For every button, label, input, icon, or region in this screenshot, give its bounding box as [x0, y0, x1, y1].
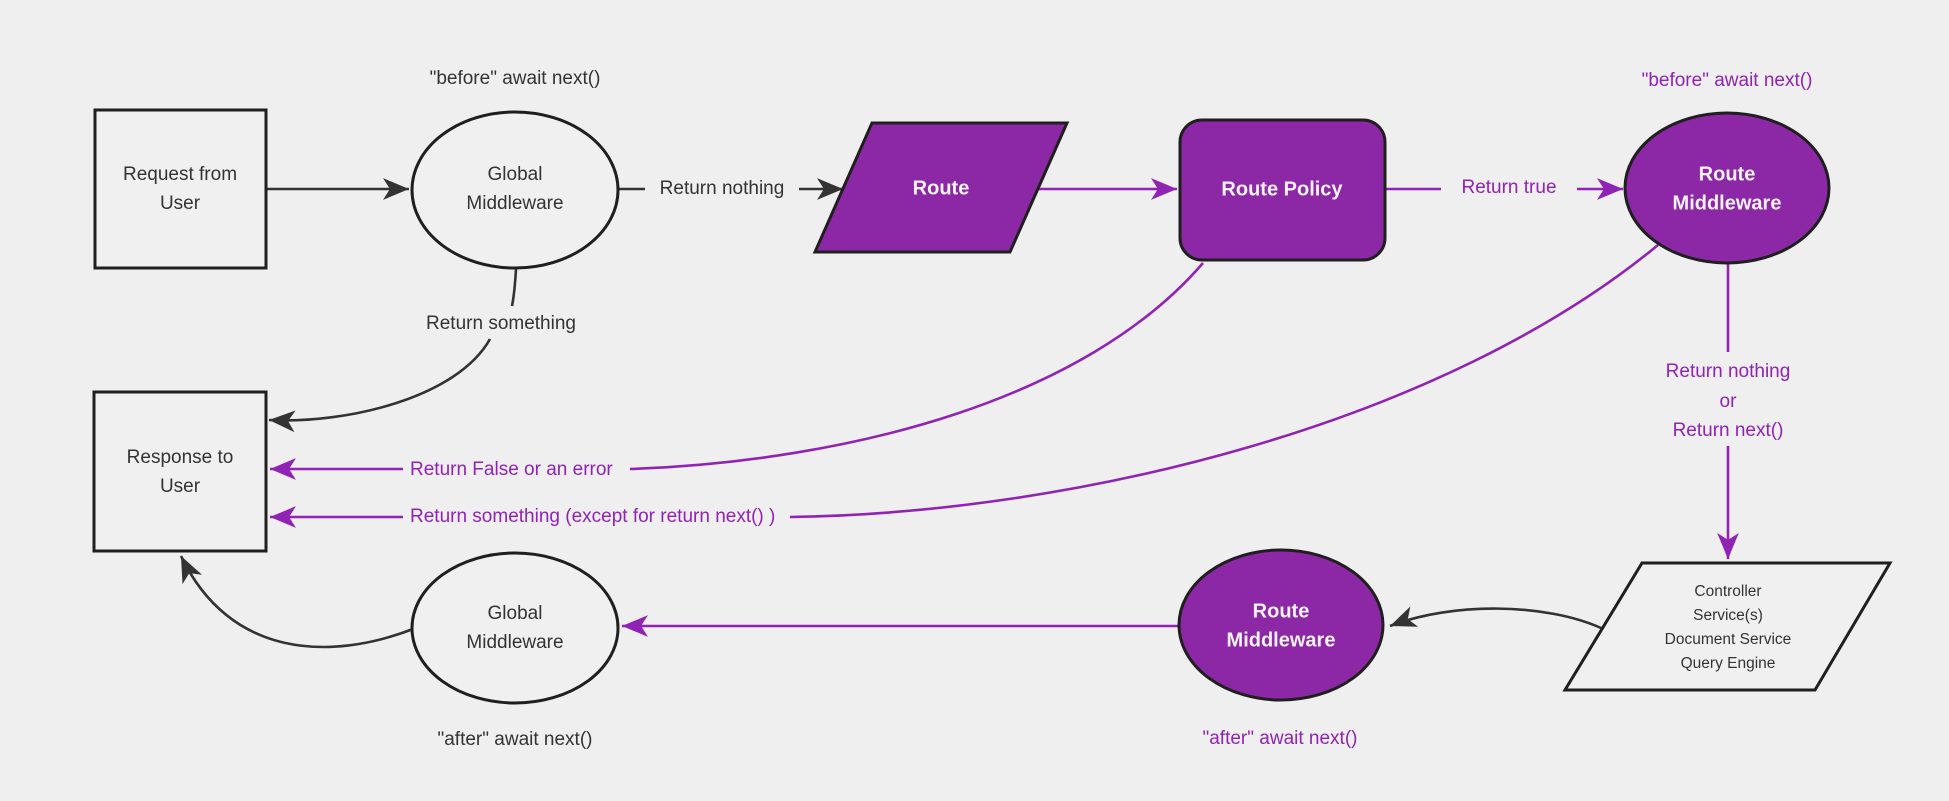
node-global-bottom-line1: Global — [488, 603, 543, 624]
node-response-line1: Response to — [127, 447, 234, 468]
node-global-middleware-after — [410, 551, 620, 705]
label-return-true: Return true — [1461, 177, 1556, 198]
node-global-top-line2: Middleware — [466, 193, 563, 214]
node-controller-line3: Document Service — [1665, 631, 1792, 648]
label-before-await-top: "before" await next() — [430, 68, 601, 89]
node-global-top-line1: Global — [488, 164, 543, 185]
edge-global-to-response-lead — [510, 268, 518, 307]
node-global-middleware-before — [410, 110, 620, 270]
node-controller-line1: Controller — [1694, 583, 1761, 600]
edge-controller-to-route-middleware-after — [1389, 606, 1602, 630]
label-return-nothing-or-line2: or — [1720, 391, 1738, 412]
node-controller-line2: Service(s) — [1693, 607, 1763, 624]
node-response-line2: User — [160, 476, 201, 497]
edge-global-after-to-response — [179, 555, 414, 649]
node-global-bottom-line2: Middleware — [466, 632, 563, 653]
label-return-something-except: Return something (except for return next… — [410, 506, 775, 527]
node-route-middleware-after — [1177, 548, 1385, 702]
node-request-line1: Request from — [123, 164, 237, 185]
label-before-await-purple: "before" await next() — [1642, 70, 1813, 91]
label-return-nothing-or-line3: Return next() — [1673, 420, 1784, 441]
label-return-something-top: Return something — [426, 313, 576, 334]
node-route-mw-bottom-line1: Route — [1253, 600, 1310, 622]
node-route-middleware-before — [1623, 111, 1831, 265]
node-controller-services — [1562, 561, 1893, 692]
label-after-await-purple: "after" await next() — [1203, 728, 1358, 749]
edge-route-middleware-to-response-curve — [789, 243, 1659, 519]
node-response-to-user — [92, 390, 268, 553]
node-route-policy-label: Route Policy — [1221, 178, 1343, 200]
edge-global-to-response-arrow — [268, 338, 492, 433]
edge-policy-to-response-curve — [629, 262, 1204, 471]
node-route-mw-bottom-line2: Middleware — [1227, 629, 1336, 651]
label-after-await-bottom: "after" await next() — [438, 729, 593, 750]
node-route-mw-top-line1: Route — [1699, 163, 1756, 185]
label-return-nothing-top: Return nothing — [660, 178, 785, 199]
node-route-label: Route — [913, 177, 970, 199]
node-request-from-user — [93, 108, 268, 270]
node-request-line2: User — [160, 193, 201, 214]
node-controller-line4: Query Engine — [1681, 655, 1776, 672]
node-route — [812, 121, 1070, 254]
node-route-policy — [1178, 118, 1387, 262]
node-route-mw-top-line2: Middleware — [1673, 192, 1782, 214]
label-return-false: Return False or an error — [410, 459, 613, 480]
label-return-nothing-or-line1: Return nothing — [1666, 361, 1791, 382]
